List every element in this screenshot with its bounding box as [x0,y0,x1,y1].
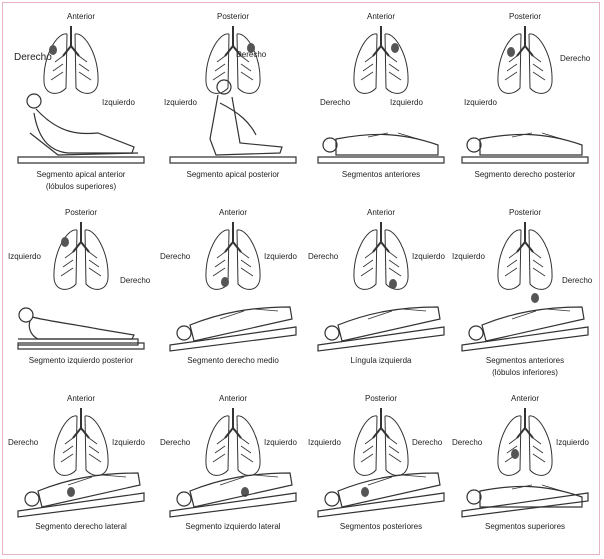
panel-drawing [160,388,306,553]
panel-drawing [308,388,454,553]
lungs-illustration [354,408,408,497]
patient-position-figure [462,485,588,517]
patient-position-figure [170,473,296,517]
patient-position-figure [18,94,144,163]
panel-drawing [452,202,598,387]
patient-position-figure [318,133,444,163]
panel-drawing [452,6,598,201]
panel-drawing [308,202,454,387]
lungs-illustration [54,222,108,289]
panel-drawing [8,388,154,553]
patient-position-figure [170,307,296,351]
lungs-illustration [354,26,408,93]
lungs-illustration [354,222,408,289]
panel-drawing [308,6,454,201]
panel-drawing [160,202,306,387]
lungs-illustration [54,408,108,497]
lungs-illustration [206,408,260,497]
panel-drawing [8,202,154,387]
panel-drawing [160,6,306,201]
patient-position-figure [170,80,296,163]
panel-drawing [452,388,598,553]
patient-position-figure [462,307,588,351]
patient-position-figure [18,308,144,349]
patient-position-figure [318,307,444,351]
patient-position-figure [462,133,588,163]
lungs-illustration [44,26,98,93]
lungs-illustration [498,26,552,93]
lungs-illustration [498,408,552,475]
lungs-illustration [498,222,552,303]
lungs-illustration [206,222,260,289]
panel-drawing [8,6,154,201]
patient-position-figure [18,473,144,517]
patient-position-figure [318,473,444,517]
lungs-illustration [206,26,260,93]
